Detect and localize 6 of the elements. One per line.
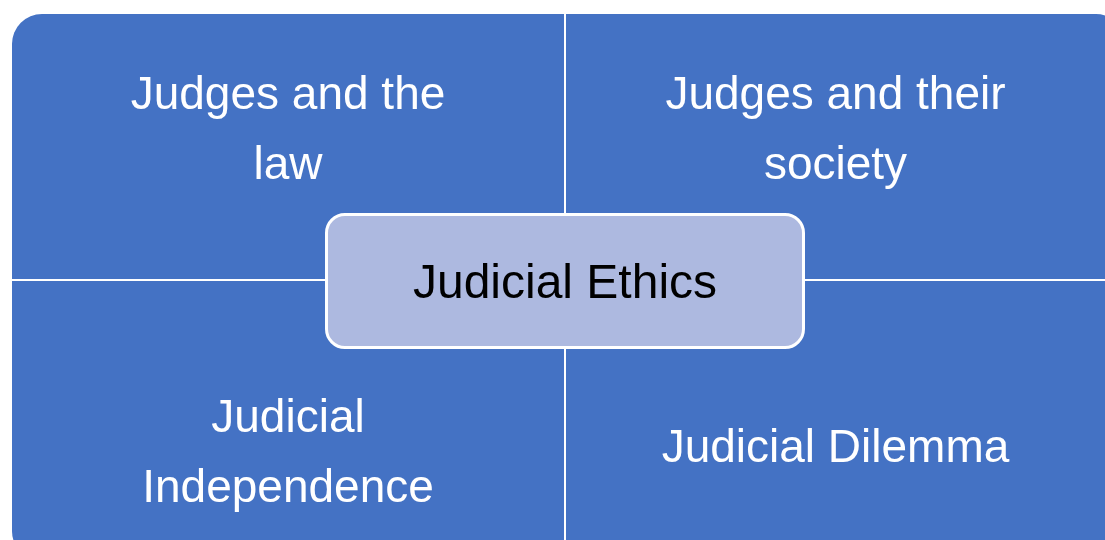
center-label: Judicial Ethics <box>412 253 718 309</box>
quadrant-label: Judges and their society <box>664 66 1007 191</box>
quadrant-label: Judicial Dilemma <box>661 419 1010 474</box>
quadrant-label: Judicial Independence <box>141 389 435 514</box>
quadrant-label: Judges and the law <box>129 66 447 191</box>
center-box <box>325 213 805 349</box>
